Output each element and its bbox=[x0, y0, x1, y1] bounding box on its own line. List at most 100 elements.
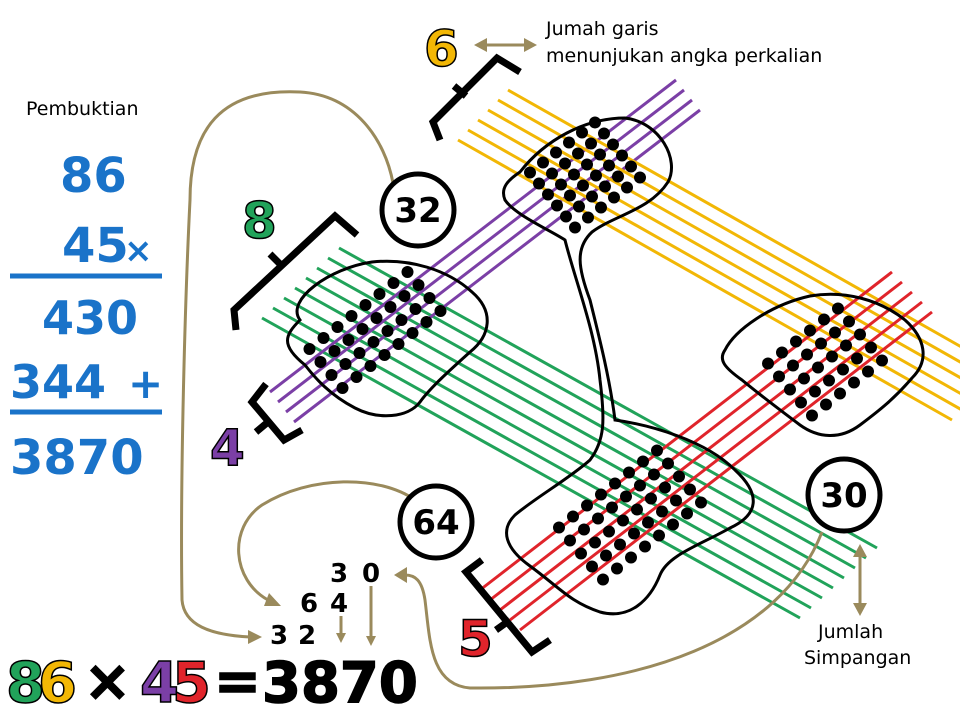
brace-eight bbox=[230, 211, 360, 331]
intersection-dot bbox=[328, 345, 341, 357]
label-four: 4 bbox=[210, 419, 245, 477]
intersection-dot bbox=[600, 549, 612, 562]
intersection-dot bbox=[862, 365, 874, 378]
intersection-dot bbox=[592, 512, 604, 525]
intersection-dot bbox=[631, 503, 643, 516]
intersection-dot bbox=[367, 336, 380, 348]
sum-r1-b: 0 bbox=[362, 559, 380, 589]
intersection-dot bbox=[639, 540, 651, 553]
intersection-dot bbox=[621, 181, 633, 194]
intersection-dot bbox=[373, 288, 386, 300]
intersection-dot bbox=[590, 169, 602, 182]
intersection-dot bbox=[542, 188, 554, 201]
intersection-dot bbox=[585, 137, 597, 150]
intersection-dot bbox=[809, 385, 821, 398]
intersection-dot bbox=[848, 376, 860, 389]
intersection-dot bbox=[612, 170, 624, 183]
intersection-dot bbox=[656, 505, 668, 518]
intersection-dot bbox=[637, 455, 649, 468]
intersection-dot bbox=[684, 483, 696, 496]
arrow-head-64 bbox=[264, 593, 281, 606]
intersection-dot bbox=[401, 266, 414, 278]
label-six: 6 bbox=[424, 20, 459, 78]
intersection-dot bbox=[575, 547, 587, 560]
intersection-dots bbox=[303, 116, 888, 586]
intersection-dot bbox=[776, 346, 788, 359]
intersection-dot bbox=[681, 507, 693, 520]
intersection-dot bbox=[773, 370, 785, 383]
intersection-dot bbox=[577, 179, 589, 192]
intersection-dot bbox=[398, 290, 411, 302]
intersection-dot bbox=[317, 332, 330, 344]
eq-digit-5: 5 bbox=[172, 651, 211, 716]
intersection-dot bbox=[381, 325, 394, 337]
sum-r2-a: 6 bbox=[300, 589, 318, 619]
intersection-dot bbox=[806, 409, 818, 422]
intersection-dot bbox=[572, 147, 584, 160]
blob-intersections-64 bbox=[502, 116, 755, 616]
yellow-line bbox=[477, 118, 960, 395]
intersection-dot bbox=[568, 168, 580, 181]
intersection-dot bbox=[423, 292, 436, 304]
arrow-simpangan-bottom-head bbox=[853, 603, 867, 616]
sum-r1-a: 3 bbox=[330, 559, 348, 589]
intersection-dot bbox=[854, 328, 866, 341]
intersection-dot bbox=[625, 551, 637, 564]
brace-four bbox=[247, 381, 304, 445]
intersection-dot bbox=[350, 371, 363, 383]
sum-r3-a: 3 bbox=[270, 621, 288, 651]
intersection-dot bbox=[608, 191, 620, 204]
intersection-dot bbox=[378, 349, 391, 361]
arrow-head-30 bbox=[394, 567, 407, 583]
intersection-dot bbox=[533, 177, 545, 190]
intersection-dot bbox=[563, 136, 575, 149]
intersection-dot bbox=[387, 277, 400, 289]
intersection-dot bbox=[581, 158, 593, 171]
blob-intersections-30 bbox=[720, 292, 925, 437]
intersection-dot bbox=[617, 514, 629, 527]
proof-plus-sign: + bbox=[128, 359, 163, 408]
intersection-dot bbox=[840, 339, 852, 352]
intersection-dot bbox=[829, 326, 841, 339]
intersection-dot bbox=[662, 457, 674, 470]
intersection-dot bbox=[581, 499, 593, 512]
intersection-dot bbox=[551, 199, 563, 212]
intersection-dot bbox=[576, 126, 588, 139]
intersection-dot bbox=[670, 494, 682, 507]
intersection-dot bbox=[434, 305, 447, 317]
note-garis-line2: menunjukan angka perkalian bbox=[546, 45, 822, 67]
circle-32-label: 32 bbox=[394, 191, 441, 231]
intersection-dot bbox=[524, 166, 536, 179]
arrow-head-32 bbox=[248, 630, 262, 644]
red-line bbox=[519, 310, 933, 632]
intersection-dot bbox=[412, 279, 425, 291]
arrow-32-to-32 bbox=[180, 90, 395, 639]
intersection-dot bbox=[559, 157, 571, 170]
circle-30 bbox=[805, 456, 883, 534]
eq-equals: = bbox=[214, 649, 261, 714]
intersection-dot bbox=[648, 468, 660, 481]
intersection-dot bbox=[564, 189, 576, 202]
label-eight: 8 bbox=[242, 192, 277, 250]
intersection-dot bbox=[823, 374, 835, 387]
intersection-dot bbox=[826, 350, 838, 363]
circle-64 bbox=[397, 483, 475, 561]
final-equation: 8 6 × 4 5 = 3870 bbox=[5, 648, 418, 717]
eq-times: × bbox=[84, 649, 131, 714]
intersection-dot bbox=[370, 312, 383, 324]
arrow-garis-right-head bbox=[524, 38, 537, 52]
intersection-dot bbox=[359, 299, 372, 311]
intersection-dot bbox=[762, 357, 774, 370]
intersection-dot bbox=[564, 534, 576, 547]
intersection-dot bbox=[597, 573, 609, 586]
intersection-dot bbox=[653, 529, 665, 542]
proof-partial-1: 430 bbox=[42, 291, 138, 345]
intersection-dot bbox=[634, 171, 646, 184]
intersection-dot bbox=[818, 313, 830, 326]
intersection-dot bbox=[616, 149, 628, 162]
intersection-dot bbox=[832, 302, 844, 315]
intersection-dot bbox=[384, 301, 397, 313]
intersection-dot bbox=[603, 525, 615, 538]
intersection-dot bbox=[569, 221, 581, 234]
